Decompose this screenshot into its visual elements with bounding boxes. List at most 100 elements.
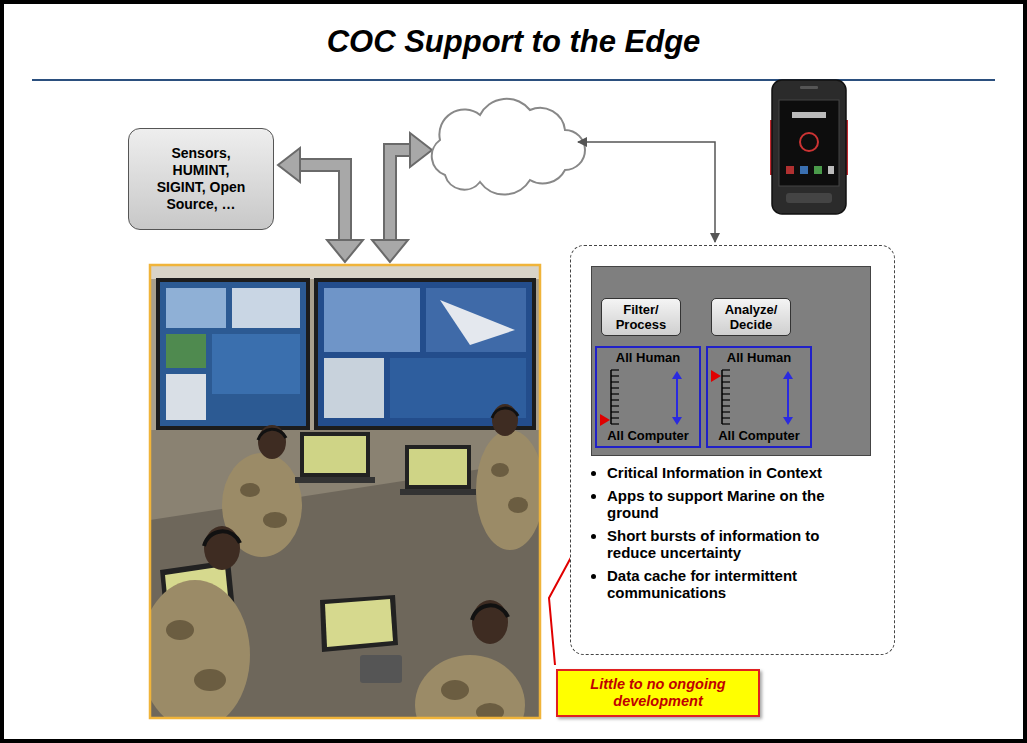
smartphone-icon [828,166,834,174]
smartphone-icon [786,193,832,203]
scale-label: All Human [605,350,691,366]
scale-tick [611,411,619,412]
coc-photo [194,669,226,691]
data-flow-arrow [300,165,345,240]
scale-tick [611,399,619,400]
cloud-link-arrow [578,142,715,242]
scale-tick [611,381,619,382]
status-callout: Little to no ongoing development [556,669,760,717]
data-flow-arrow [390,150,410,240]
smartphone-icon [800,86,818,89]
coc-photo [491,463,509,477]
coc-photo [324,288,420,352]
scale-axis [610,370,612,424]
scale-tick [611,417,619,418]
bullet-text: Critical Information in Context [607,464,832,481]
coc-photo [324,358,384,418]
coc-photo [440,300,515,345]
coc-photo [426,288,526,352]
coc-photo [409,449,467,485]
edge-region: Critical Information in ContextApps to s… [570,245,895,655]
coc-photo [150,265,540,279]
smartphone-icon [814,166,822,174]
slide-title: COC Support to the Edge [0,24,1027,60]
network-cloud [432,99,585,195]
coc-photo [150,265,540,718]
scale-tick [722,411,730,412]
smartphone-icon [800,166,808,174]
scale-label: All Human [716,350,802,366]
adjust-arrow [676,378,678,418]
data-flow-arrow [410,133,432,167]
coc-photo [318,282,532,426]
coc-photo [441,680,469,700]
coc-photo [258,425,286,459]
scale-tick [722,417,730,418]
coc-photo [295,477,375,483]
scale-tick [611,393,619,394]
coc-photo [263,512,287,528]
node-text: Sensors, HUMINT, SIGINT, Open Source, … [147,145,255,213]
process-box: Filter/ Process [601,298,681,336]
coc-photo [508,497,528,513]
title-rule [32,79,995,81]
coc-photo [150,265,540,718]
smartphone-icon [779,100,839,186]
data-flow-arrow [278,133,432,262]
smartphone-icon [786,166,794,174]
node-text: Analyze/ Decide [717,302,785,332]
autonomy-scale: All HumanAll Computer [595,346,701,448]
data-flow-arrow [278,148,300,182]
coc-photo [166,288,226,328]
coc-photo [166,374,206,420]
coc-photo [492,404,518,436]
smartphone-icon [772,80,846,214]
coc-photo [160,282,306,426]
coc-photo [258,429,286,440]
coc-photo [204,531,240,546]
scale-pointer [600,414,610,426]
coc-photo [476,703,504,718]
scale-tick [722,381,730,382]
coc-photo [140,265,544,743]
data-flow-arrow [300,165,345,240]
scale-tick [611,387,619,388]
smartphone-icon [770,80,848,214]
coc-photo [156,278,310,430]
coc-photo [415,655,525,718]
scale-label: All Computer [605,428,691,444]
coc-photo [405,445,471,489]
coc-photo [166,620,194,640]
scale-tick [722,369,730,370]
coc-photo [204,526,240,570]
node-text: Filter/ Process [607,302,675,332]
smartphone-icon [792,112,826,118]
adjust-arrow [783,371,793,379]
adjust-arrow [787,378,789,418]
scale-tick [722,405,730,406]
scale-label: All Computer [716,428,802,444]
scale-tick [611,423,619,424]
coc-photo [400,489,476,495]
data-flow-arrow [372,240,408,262]
coc-photo [232,288,300,328]
coc-photo [476,430,540,550]
scale-tick [611,375,619,376]
scale-tick [722,387,730,388]
scale-tick [722,393,730,394]
bullet-list: Critical Information in ContextApps to s… [585,464,832,607]
data-flow-arrow [390,150,410,240]
coc-photo [212,334,300,394]
bullet-text: Data cache for intermittent communicatio… [607,567,832,601]
coc-photo [166,334,206,368]
coc-photo [320,595,398,652]
bullet-text: Short bursts of information to reduce un… [607,527,832,561]
scale-tick [722,423,730,424]
node-text: Little to no ongoing development [564,676,752,710]
coc-photo [314,278,536,430]
scale-axis [721,370,723,424]
coc-photo [492,408,518,418]
coc-photo [472,605,508,620]
